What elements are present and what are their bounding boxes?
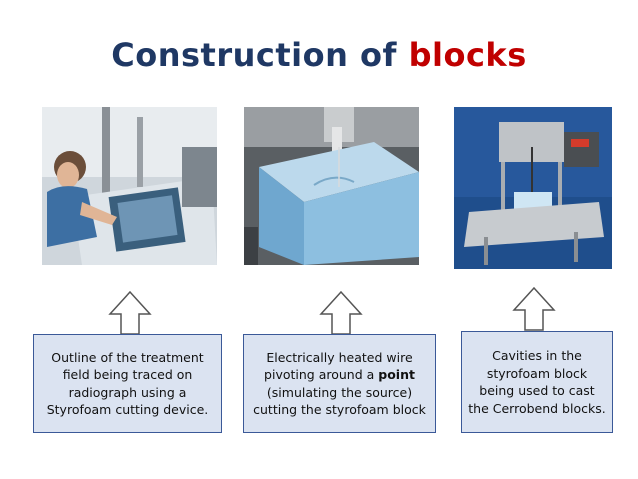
caption-cavities: Cavities in the styrofoam block being us… <box>461 331 613 433</box>
caption-text-bold: point <box>378 367 415 382</box>
photo-styrofoam-cutter <box>244 107 419 265</box>
photo-casting-unit <box>454 107 612 269</box>
caption-tracing: Outline of the treatment field being tra… <box>33 334 222 433</box>
photo-tracing-device <box>42 107 217 265</box>
arrow-up-icon <box>108 290 152 335</box>
caption-text: Outline of the treatment field being tra… <box>46 349 209 418</box>
slide-title: Construction of blocks <box>0 36 638 74</box>
title-word-of: of <box>360 36 397 74</box>
title-word-construction: Construction <box>111 36 349 74</box>
caption-heated-wire: Electrically heated wire pivoting around… <box>243 334 436 433</box>
caption-text-start: Electrically heated wire pivoting around… <box>264 349 413 383</box>
caption-text: Cavities in the styrofoam block being us… <box>468 348 606 416</box>
arrow-up-icon <box>512 286 556 331</box>
title-word-blocks: blocks <box>408 36 527 74</box>
caption-text-end: (simulating the source) cutting the styr… <box>253 384 426 418</box>
arrow-up-icon <box>319 290 363 335</box>
caption-text: Electrically heated wire pivoting around… <box>250 349 429 419</box>
